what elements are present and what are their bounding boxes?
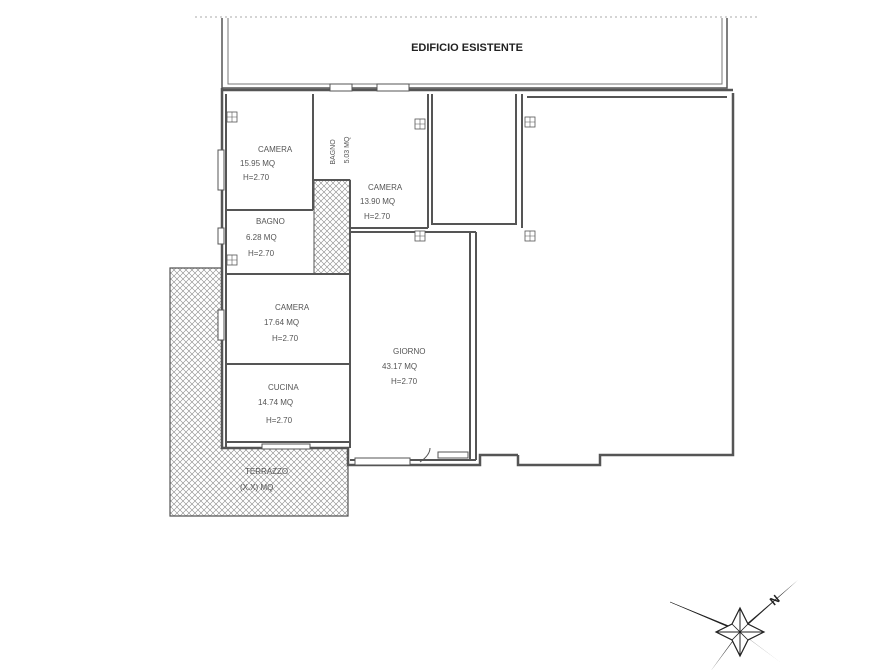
room-area: 43.17 MQ (382, 362, 417, 371)
room-height: H=2.70 (248, 249, 275, 258)
room-camera-3: CAMERA 17.64 MQ H=2.70 (264, 303, 310, 343)
unit-walls (220, 88, 735, 467)
compass-rose-icon: N (669, 580, 798, 670)
room-bagno-1: BAGNO 5.03 MQ (330, 136, 351, 165)
room-camera-2: CAMERA 13.90 MQ H=2.70 (360, 183, 403, 221)
room-area: 17.64 MQ (264, 318, 299, 327)
room-area: 6.28 MQ (246, 233, 277, 242)
room-name: TERRAZZO (245, 467, 288, 476)
corridor-hatch (313, 179, 351, 275)
existing-building: EDIFICIO ESISTENTE (221, 18, 728, 89)
interior-walls (225, 94, 727, 461)
compass-north-label: N (767, 592, 783, 608)
room-camera-1: CAMERA 15.95 MQ H=2.70 (240, 145, 293, 182)
room-terrazzo: TERRAZZO (X.X) MQ (240, 467, 288, 492)
room-area: 5.03 MQ (344, 136, 351, 163)
room-name: CUCINA (268, 383, 299, 392)
room-giorno: GIORNO 43.17 MQ H=2.70 (382, 347, 425, 386)
room-name: CAMERA (275, 303, 310, 312)
room-name: GIORNO (393, 347, 425, 356)
room-bagno-2: BAGNO 6.28 MQ H=2.70 (246, 217, 285, 258)
room-area: 13.90 MQ (360, 197, 395, 206)
room-area: 14.74 MQ (258, 398, 293, 407)
room-height: H=2.70 (266, 416, 293, 425)
room-name: BAGNO (256, 217, 285, 226)
existing-building-title: EDIFICIO ESISTENTE (411, 42, 523, 54)
terrace (169, 267, 349, 517)
openings (217, 83, 469, 466)
room-area: 15.95 MQ (240, 159, 275, 168)
room-name: CAMERA (258, 145, 293, 154)
room-height: H=2.70 (364, 212, 391, 221)
room-area: (X.X) MQ (240, 483, 273, 492)
room-height: H=2.70 (243, 173, 270, 182)
room-name: BAGNO (330, 139, 337, 165)
room-height: H=2.70 (272, 334, 299, 343)
room-height: H=2.70 (391, 377, 418, 386)
room-cucina: CUCINA 14.74 MQ H=2.70 (258, 383, 299, 425)
room-name: CAMERA (368, 183, 403, 192)
